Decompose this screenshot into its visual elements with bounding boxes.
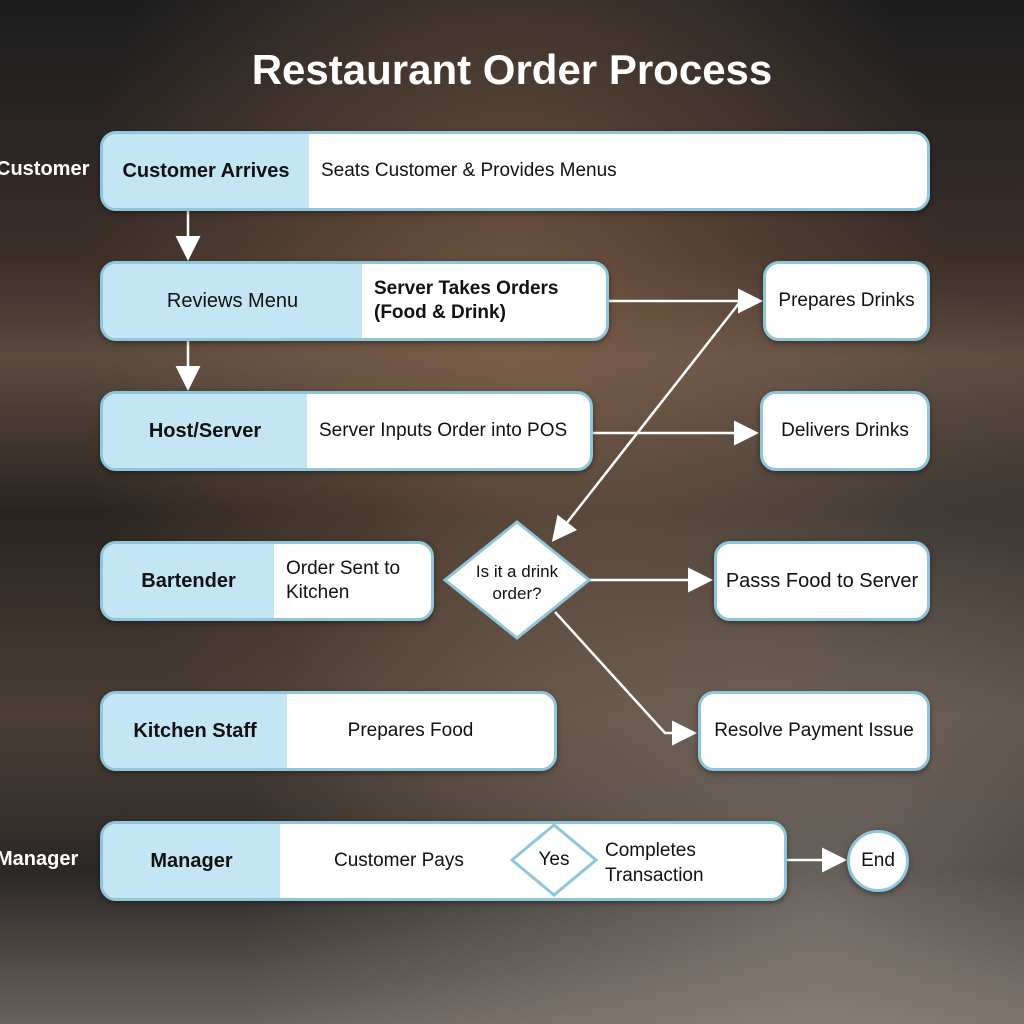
step-customer-arrives[interactable]: Customer Arrives Seats Customer & Provide… [100, 131, 930, 211]
step-text: Seats Customer & Provides Menus [321, 160, 617, 181]
page-title: Restaurant Order Process [251, 46, 773, 93]
lane-label-customer: Customer [0, 158, 90, 180]
step-text: Server Inputs Order into POS [319, 420, 568, 441]
decision-diamond [442, 520, 592, 640]
step-lane-label: Kitchen Staff [103, 694, 287, 768]
step-pass-food[interactable]: Passs Food to Server [714, 541, 930, 621]
step-lane-label: Customer Arrives [103, 134, 309, 208]
step-prepares-drinks[interactable]: Prepares Drinks [763, 261, 930, 341]
arrow [551, 301, 741, 542]
step-host-server[interactable]: Host/Server Server Inputs Order into POS [100, 391, 593, 471]
step-text: Customer Pays [334, 850, 464, 871]
step-text: Prepares Food [347, 720, 474, 741]
step-reviews-menu[interactable]: Reviews Menu Server Takes Orders (Food & … [100, 261, 609, 341]
step-lane-label: Manager [103, 824, 280, 898]
arrow [554, 611, 697, 746]
lane-label-manager: Manager [0, 848, 79, 870]
step-text: Server Takes Orders (Food & Drink) [374, 278, 559, 323]
step-resolve-payment[interactable]: Resolve Payment Issue [698, 691, 930, 771]
step-lane-label: Reviews Menu [103, 264, 362, 338]
step-delivers-drinks[interactable]: Delivers Drinks [760, 391, 930, 471]
completes-transaction: Completes Transaction [605, 840, 704, 886]
step-text: Order Sent to Kitchen [286, 558, 401, 603]
step-kitchen-staff[interactable]: Kitchen Staff Prepares Food [100, 691, 557, 771]
step-manager[interactable]: Manager Customer Pays [100, 821, 787, 901]
step-lane-label: Bartender [103, 544, 274, 618]
step-bartender[interactable]: Bartender Order Sent to Kitchen [100, 541, 434, 621]
end-node[interactable]: End [847, 830, 909, 892]
step-lane-label: Host/Server [103, 394, 307, 468]
yes-label: Yes [538, 849, 570, 870]
decision-text: Is it a drink order? [475, 562, 559, 603]
